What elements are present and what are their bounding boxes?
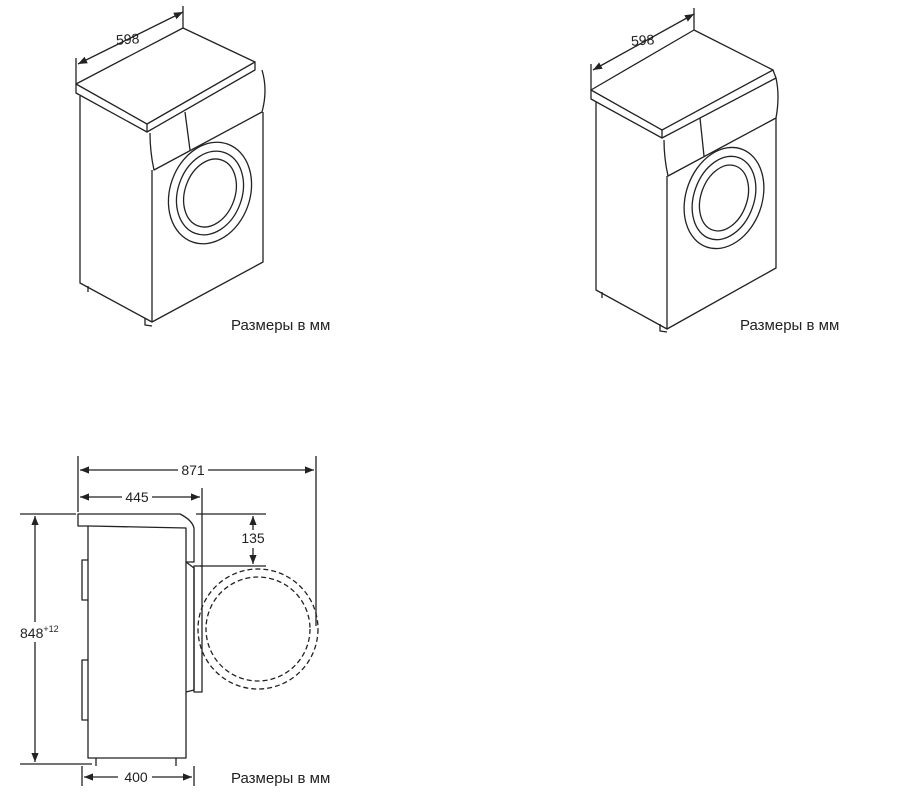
top-panel: [75, 27, 256, 125]
label-848: 848+12: [20, 624, 59, 641]
side-view: [20, 456, 319, 786]
top-panel: [590, 29, 774, 131]
width-label-right: 598: [630, 31, 655, 49]
side-door-hinge: [193, 565, 203, 693]
door-inner: [175, 150, 245, 236]
caption-front-right: Размеры в мм: [740, 317, 840, 334]
side-body: [87, 526, 187, 759]
control-panel: [149, 69, 266, 171]
body-front: [666, 118, 777, 330]
body-front: [151, 112, 264, 323]
label-848-value: 848: [20, 625, 44, 641]
top-panel-edge: [75, 84, 148, 133]
body-side: [595, 102, 668, 330]
label-445: 445: [125, 489, 149, 505]
door-swing-inner: [205, 576, 311, 682]
caption-side: Размеры в мм: [231, 770, 331, 787]
caption-front-left: Размеры в мм: [231, 317, 331, 334]
front-view-left: [75, 6, 266, 327]
width-dim-line-right: [592, 13, 695, 71]
label-871: 871: [181, 462, 205, 478]
width-label-left: 598: [115, 30, 140, 48]
width-dim-line-left: [77, 11, 184, 65]
label-135: 135: [241, 530, 265, 546]
side-top-panel: [77, 513, 195, 563]
door-outer: [683, 146, 765, 250]
door-swing-outer: [197, 568, 319, 690]
body-side: [79, 96, 153, 323]
control-panel: [663, 77, 779, 177]
label-848-tolerance: +12: [43, 624, 58, 634]
door-inner: [691, 155, 757, 241]
door-outer: [167, 141, 253, 245]
label-400: 400: [124, 769, 148, 785]
front-view-right: [590, 8, 779, 333]
